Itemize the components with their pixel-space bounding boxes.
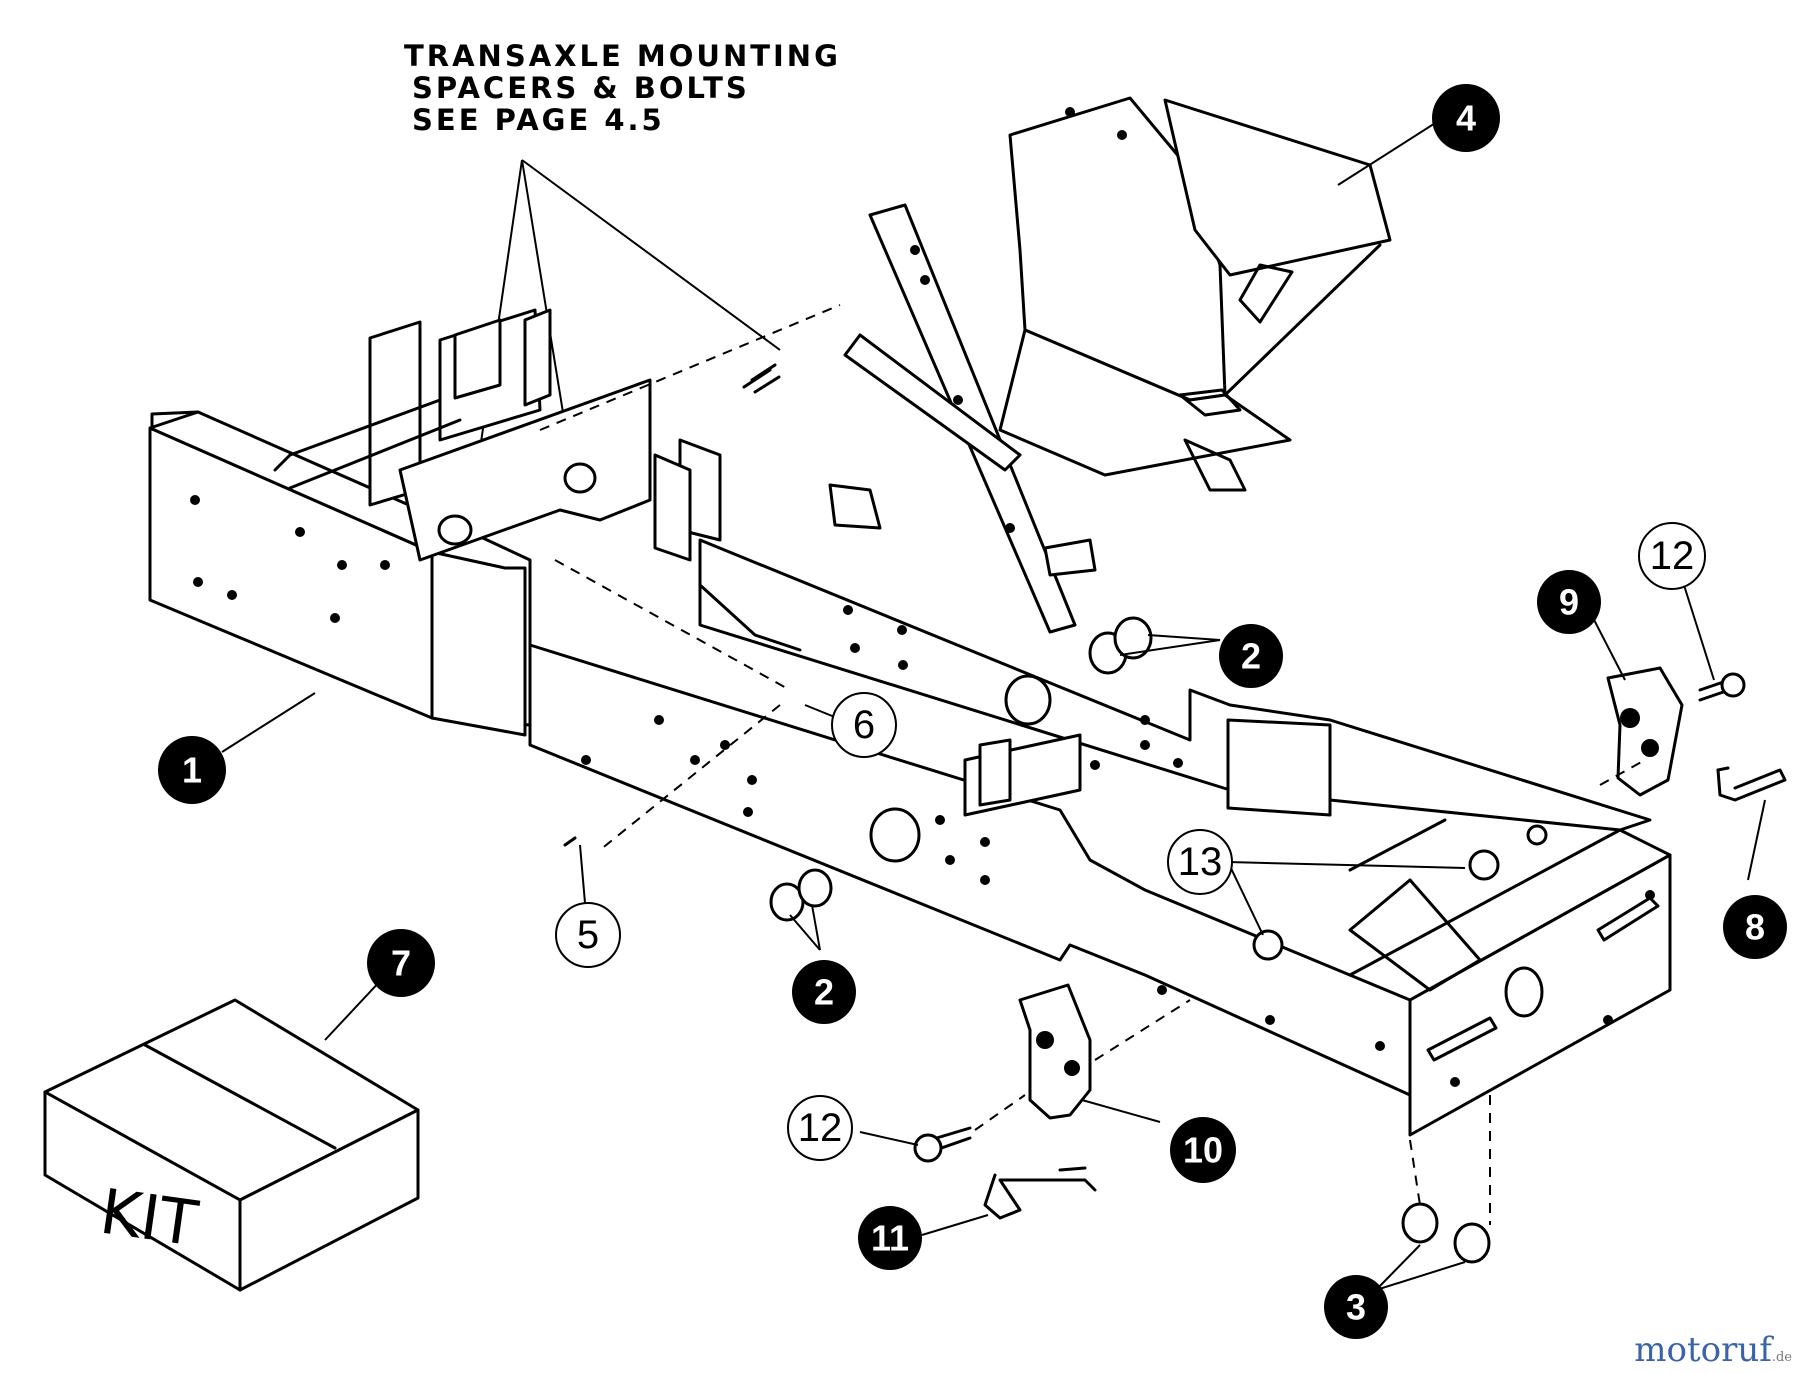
- header-line-1: TRANSAXLE MOUNTING: [404, 39, 841, 73]
- callout-13: 13: [1167, 829, 1233, 895]
- svg-text:10: 10: [1183, 1130, 1223, 1171]
- frame-holes: [190, 495, 1655, 1087]
- seat-bracket: [828, 96, 1392, 634]
- callout-10: 10: [1170, 1117, 1236, 1183]
- callouts: 1 2 2 3 4 5 6 7: [158, 84, 1787, 1339]
- header-line-2: SPACERS & BOLTS: [412, 71, 750, 105]
- svg-text:2: 2: [1241, 636, 1261, 677]
- callout-2-upper: 2: [1219, 624, 1283, 688]
- svg-text:1: 1: [182, 750, 202, 791]
- header-note: TRANSAXLE MOUNTING SPACERS & BOLTS SEE P…: [404, 39, 841, 519]
- svg-text:2: 2: [814, 972, 834, 1013]
- svg-text:5: 5: [577, 913, 599, 957]
- svg-text:7: 7: [391, 943, 411, 984]
- callout-2-lower: 2: [792, 960, 856, 1024]
- svg-text:13: 13: [1178, 840, 1223, 884]
- svg-text:11: 11: [871, 1218, 909, 1259]
- watermark-tld: .de: [1771, 1350, 1792, 1365]
- svg-text:12: 12: [1650, 534, 1695, 578]
- svg-text:12: 12: [798, 1106, 843, 1150]
- svg-text:6: 6: [853, 703, 875, 747]
- svg-text:8: 8: [1745, 907, 1765, 948]
- svg-text:9: 9: [1559, 582, 1579, 623]
- kit-label: KIT: [96, 1175, 203, 1261]
- main-frame: [148, 308, 1672, 1137]
- callout-9: 9: [1537, 570, 1601, 634]
- callout-12-upper: 12: [1638, 522, 1706, 590]
- callout-12-lower: 12: [787, 1095, 853, 1161]
- callout-6: 6: [831, 692, 897, 758]
- svg-text:3: 3: [1346, 1287, 1366, 1328]
- watermark-logo: motoruf.de: [1634, 1330, 1792, 1370]
- callout-1: 1: [158, 736, 226, 804]
- watermark-brand: motoruf: [1634, 1330, 1772, 1370]
- header-line-3: SEE PAGE 4.5: [412, 103, 665, 137]
- callout-7: 7: [367, 929, 435, 997]
- callout-3: 3: [1324, 1275, 1388, 1339]
- svg-text:4: 4: [1456, 98, 1476, 139]
- callout-8: 8: [1723, 895, 1787, 959]
- callout-4: 4: [1432, 84, 1500, 152]
- kit-box: KIT: [43, 998, 420, 1292]
- callout-5: 5: [555, 902, 621, 968]
- callout-11: 11: [858, 1206, 922, 1270]
- hardware: [539, 304, 1787, 1264]
